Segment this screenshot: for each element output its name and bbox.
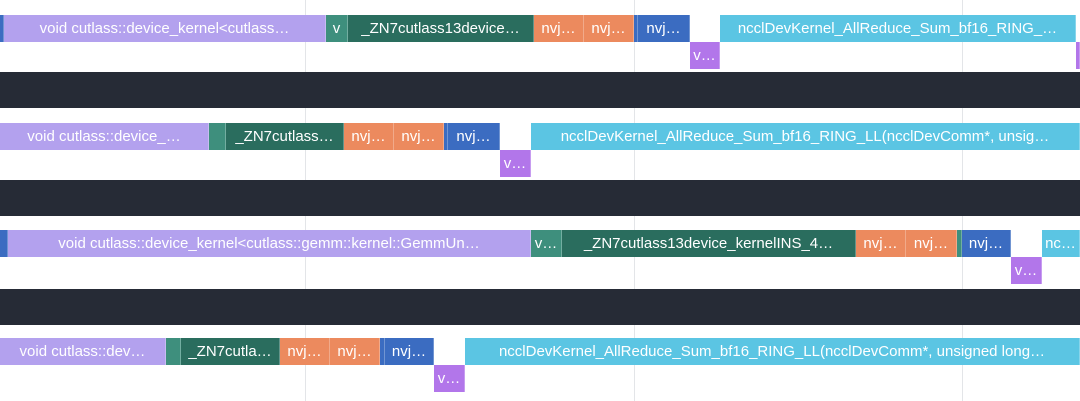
kernel-slice[interactable] [957,230,962,257]
kernel-slice[interactable]: _ZN7cutlass13device… [348,15,534,42]
kernel-slice[interactable] [0,15,4,42]
kernel-slice[interactable]: nvj… [330,338,380,365]
kernel-slice[interactable]: ncclDevKernel_AllReduce_Sum_bf16_RING_LL… [531,123,1080,150]
kernel-slice[interactable]: ncclDevKernel_AllReduce_Sum_bf16_RING_LL… [465,338,1080,365]
kernel-slice[interactable]: nvj… [638,15,690,42]
kernel-slice[interactable]: void cutlass::device_kernel<cutlass::gem… [8,230,531,257]
kernel-slice[interactable] [634,15,638,42]
kernel-slice[interactable] [166,338,181,365]
kernel-slice[interactable] [209,123,226,150]
kernel-slice[interactable]: nvj… [448,123,500,150]
kernel-slice[interactable]: nvj… [534,15,584,42]
kernel-slice[interactable]: v… [531,230,562,257]
track-separator-band [0,289,1080,325]
kernel-slice[interactable]: ncclDevKernel_AllReduce_Sum_bf16_RING_… [720,15,1076,42]
kernel-slice[interactable]: v… [690,42,720,69]
kernel-slice[interactable] [444,123,448,150]
kernel-slice[interactable]: v [326,15,348,42]
kernel-slice[interactable] [0,230,8,257]
kernel-slice[interactable]: nvj… [280,338,330,365]
kernel-slice[interactable]: _ZN7cutla… [181,338,280,365]
kernel-slice[interactable]: v… [500,150,531,177]
kernel-slice[interactable] [1076,42,1080,69]
kernel-slice[interactable]: _ZN7cutlass… [226,123,344,150]
track-separator-band [0,72,1080,108]
kernel-slice[interactable]: nvj… [962,230,1011,257]
kernel-slice[interactable]: nvj… [906,230,957,257]
kernel-slice[interactable]: v… [1011,257,1042,284]
kernel-slice[interactable]: void cutlass::dev… [0,338,166,365]
track-separator-band [0,180,1080,216]
kernel-slice[interactable]: nc… [1042,230,1080,257]
kernel-slice[interactable] [380,338,385,365]
kernel-slice[interactable]: nvj… [584,15,634,42]
kernel-slice[interactable]: v… [434,365,465,392]
kernel-slice[interactable]: nvj… [385,338,434,365]
kernel-slice[interactable]: nvj… [394,123,444,150]
kernel-slice[interactable]: nvj… [856,230,906,257]
kernel-slice[interactable]: void cutlass::device_kernel<cutlass… [4,15,326,42]
kernel-slice[interactable]: void cutlass::device_… [0,123,209,150]
kernel-slice[interactable]: nvj… [344,123,394,150]
kernel-slice[interactable]: _ZN7cutlass13device_kernelINS_4… [562,230,856,257]
